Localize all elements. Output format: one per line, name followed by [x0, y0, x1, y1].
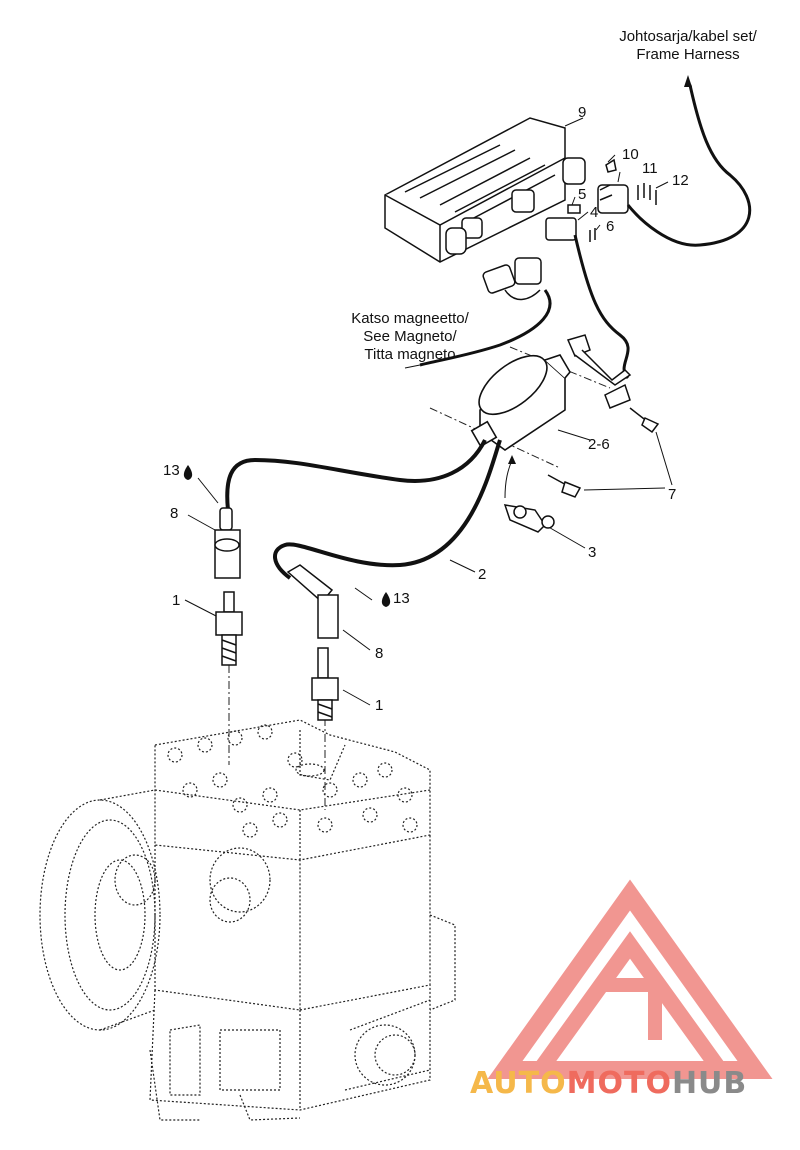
watermark-moto: MOTO: [566, 1066, 672, 1101]
label-3: 3: [588, 544, 597, 561]
frame-harness-callout: Johtosarja/kabel set/ Frame Harness: [598, 28, 778, 64]
ht-wire-left: [225, 439, 487, 511]
ecu-module: [384, 117, 586, 263]
label-13-left: 13: [163, 462, 180, 479]
label-2: 2: [478, 566, 487, 583]
label-1-left: 1: [172, 592, 181, 609]
magneto-wire-dash: [404, 364, 421, 369]
label-6: 6: [606, 218, 615, 235]
label-9: 9: [578, 104, 587, 121]
ignition-coil: [470, 354, 571, 451]
leader-lines: [184, 117, 673, 706]
watermark-text: AUTOMOTOHUB: [470, 1066, 747, 1101]
clip-arrowhead: [508, 455, 516, 464]
magneto-connectors: [482, 257, 542, 301]
frame-harness-line-2: Frame Harness: [636, 46, 740, 63]
label-8-right: 8: [375, 645, 384, 662]
magneto-wire: [419, 289, 552, 367]
label-1-right: 1: [375, 697, 384, 714]
coil-bracket: [566, 334, 632, 409]
watermark-logo: [487, 879, 773, 1079]
label-13-right: 13: [393, 590, 410, 607]
label-8-left: 8: [170, 505, 179, 522]
wire-clip: [503, 504, 555, 533]
watermark-auto: AUTO: [470, 1066, 567, 1101]
harness-arrow: [684, 75, 692, 87]
frame-harness-wire: [626, 84, 752, 247]
label-12: 12: [672, 172, 689, 189]
drop-icon: [381, 592, 391, 607]
plug-caps: [214, 507, 339, 639]
magneto-line-2: See Magneto/: [363, 328, 457, 345]
drop-icon: [183, 465, 193, 480]
engine-outline: [39, 719, 456, 1121]
label-5: 5: [578, 186, 587, 203]
label-2-6: 2-6: [588, 436, 610, 453]
clip-arrow: [504, 459, 513, 499]
label-11: 11: [642, 160, 658, 177]
label-10: 10: [622, 146, 639, 163]
connector-parts: [545, 158, 657, 242]
ht-wire-right: [273, 439, 502, 580]
label-7: 7: [668, 486, 677, 503]
ecu-coil-wire: [573, 234, 630, 380]
magneto-line-1: Katso magneetto/: [351, 310, 469, 327]
label-4: 4: [590, 204, 599, 221]
magneto-callout: Katso magneetto/ See Magneto/ Titta magn…: [330, 310, 490, 364]
screws: [547, 407, 660, 498]
watermark-hub: HUB: [671, 1066, 748, 1101]
frame-harness-line-1: Johtosarja/kabel set/: [619, 28, 757, 45]
spark-plugs: [215, 591, 339, 721]
magneto-line-3: Titta magneto: [364, 346, 456, 363]
